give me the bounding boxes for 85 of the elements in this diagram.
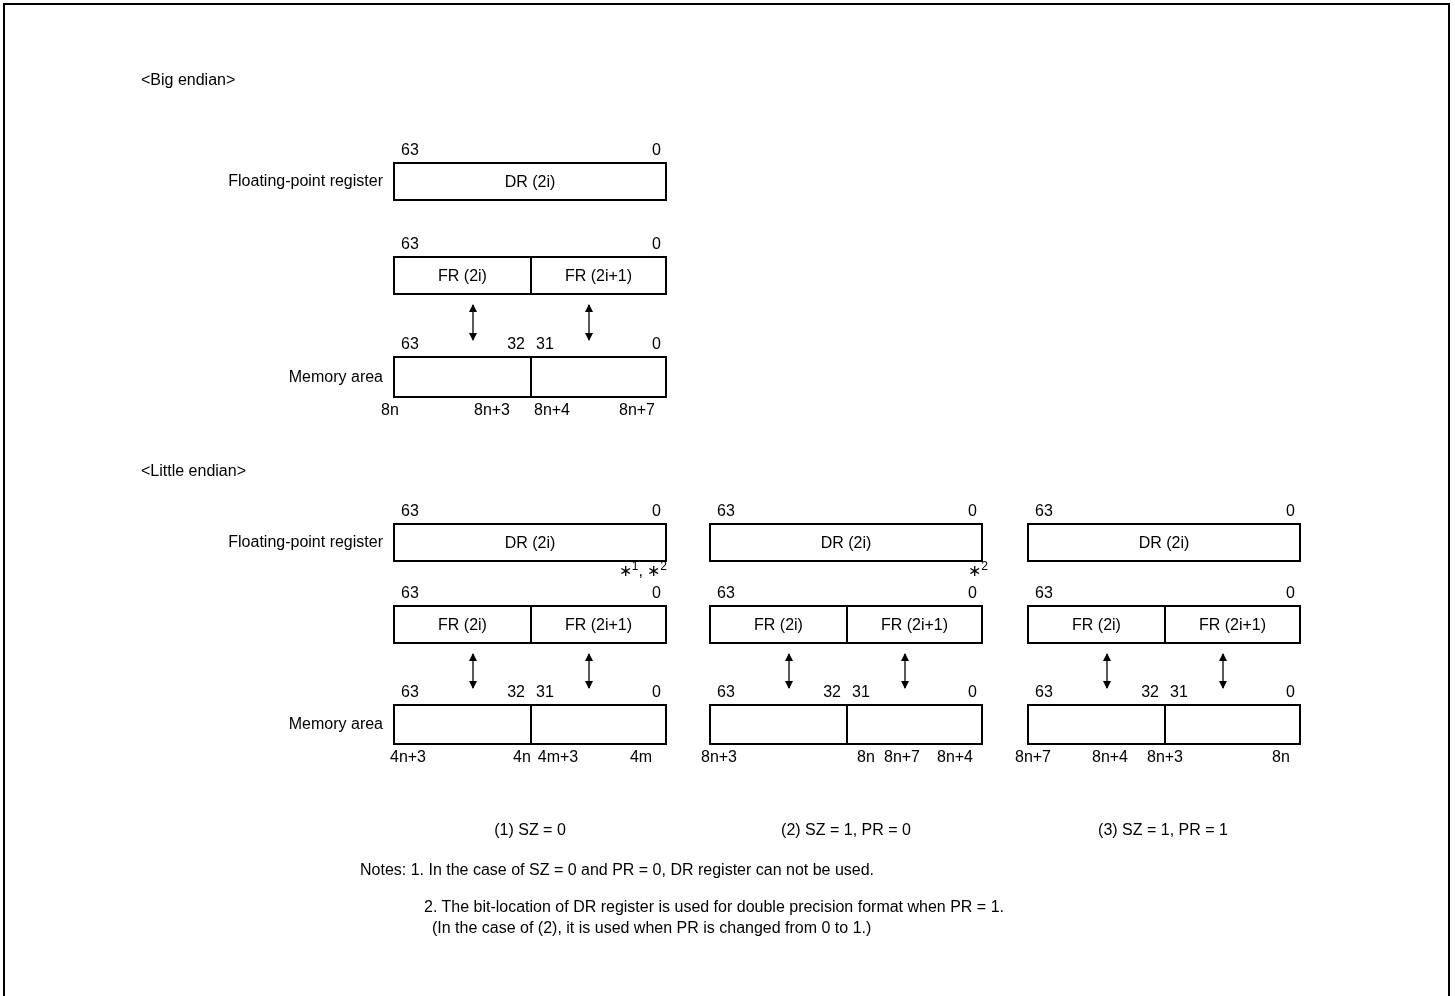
- bit-number: 0: [1286, 585, 1295, 601]
- register-box: DR (2i): [393, 162, 667, 201]
- bit-number: 63: [717, 585, 735, 601]
- memory-cell: [530, 704, 667, 745]
- bit-number: 63: [401, 142, 419, 158]
- register-box: FR (2i+1): [1164, 605, 1301, 644]
- bit-number: 63: [401, 585, 419, 601]
- bit-number: 32: [823, 684, 841, 700]
- register-box: DR (2i): [1027, 523, 1301, 562]
- memory-cell: [1164, 704, 1301, 745]
- bit-number: 0: [652, 503, 661, 519]
- address-label: 8n+3: [474, 402, 510, 418]
- memory-cell: [393, 356, 532, 398]
- section-heading: <Big endian>: [141, 72, 236, 88]
- register-box: FR (2i): [393, 256, 532, 295]
- bit-number: 63: [717, 503, 735, 519]
- bit-number: 31: [536, 336, 554, 352]
- bit-number: 31: [536, 684, 554, 700]
- double-arrow: [585, 304, 593, 341]
- bit-number: 63: [401, 236, 419, 252]
- bit-number: 0: [652, 684, 661, 700]
- address-label: 8n+3: [701, 749, 737, 765]
- address-label: 8n+3: [1147, 749, 1183, 765]
- bit-number: 0: [968, 684, 977, 700]
- register-box: FR (2i): [709, 605, 848, 644]
- case-caption: (2) SZ = 1, PR = 0: [781, 822, 911, 838]
- address-label: 4m: [629, 749, 653, 765]
- double-arrow: [901, 653, 909, 689]
- double-arrow: [585, 653, 593, 689]
- note-text: Notes: 1. In the case of SZ = 0 and PR = 0, DR register can not be used.: [360, 862, 875, 878]
- note-text: (In the case of (2), it is used when PR is changed from 0 to 1.): [432, 920, 872, 936]
- bit-number: 32: [1141, 684, 1159, 700]
- address-label: 8n+7: [884, 749, 920, 765]
- case-caption: (3) SZ = 1, PR = 1: [1098, 822, 1228, 838]
- case-caption: (1) SZ = 0: [494, 822, 566, 838]
- address-label: 8n+4: [1092, 749, 1128, 765]
- register-box: DR (2i): [709, 523, 983, 562]
- address-label: 8n: [857, 749, 875, 765]
- double-arrow: [1219, 653, 1227, 689]
- address-label: 8n: [381, 402, 399, 418]
- address-label: 4n+3: [390, 749, 426, 765]
- bit-number: 63: [401, 684, 419, 700]
- section-heading: <Little endian>: [141, 463, 246, 479]
- bit-number: 63: [1035, 503, 1053, 519]
- bit-number: 0: [652, 236, 661, 252]
- register-box: FR (2i): [1027, 605, 1166, 644]
- memory-cell: [709, 704, 848, 745]
- memory-cell: [1027, 704, 1166, 745]
- double-arrow: [469, 653, 477, 689]
- bit-number: 63: [1035, 684, 1053, 700]
- address-label: 8n+4: [534, 402, 570, 418]
- bit-number: 32: [507, 684, 525, 700]
- bit-number: 0: [652, 142, 661, 158]
- bit-number: 31: [1170, 684, 1188, 700]
- bit-number: 63: [1035, 585, 1053, 601]
- memory-cell: [846, 704, 983, 745]
- bit-number: 0: [968, 503, 977, 519]
- register-box: FR (2i): [393, 605, 532, 644]
- double-arrow: [469, 304, 477, 341]
- double-arrow: [785, 653, 793, 689]
- memory-cell: [530, 356, 667, 398]
- register-box: FR (2i+1): [530, 605, 667, 644]
- bit-number: 0: [1286, 684, 1295, 700]
- address-label: 8n+7: [1015, 749, 1051, 765]
- memory-cell: [393, 704, 532, 745]
- bit-number: 63: [717, 684, 735, 700]
- bit-number: 63: [401, 336, 419, 352]
- bit-number: 0: [968, 585, 977, 601]
- bit-number: 0: [1286, 503, 1295, 519]
- address-label: 8n+4: [937, 749, 973, 765]
- register-box: DR (2i): [393, 523, 667, 562]
- register-box: FR (2i+1): [530, 256, 667, 295]
- register-box: FR (2i+1): [846, 605, 983, 644]
- bit-number: 63: [401, 503, 419, 519]
- note-text: 2. The bit-location of DR register is used for double precision format when PR = 1.: [424, 899, 1004, 915]
- address-label: 8n+7: [619, 402, 655, 418]
- bit-number: 0: [652, 585, 661, 601]
- address-label: 4n: [513, 749, 531, 765]
- bit-number: 0: [652, 336, 661, 352]
- bit-number: 31: [852, 684, 870, 700]
- address-label: 4m+3: [537, 749, 579, 765]
- bit-number: 32: [507, 336, 525, 352]
- double-arrow: [1103, 653, 1111, 689]
- footnote-mark: ∗$^{2}$: [968, 563, 988, 579]
- address-label: 8n: [1272, 749, 1290, 765]
